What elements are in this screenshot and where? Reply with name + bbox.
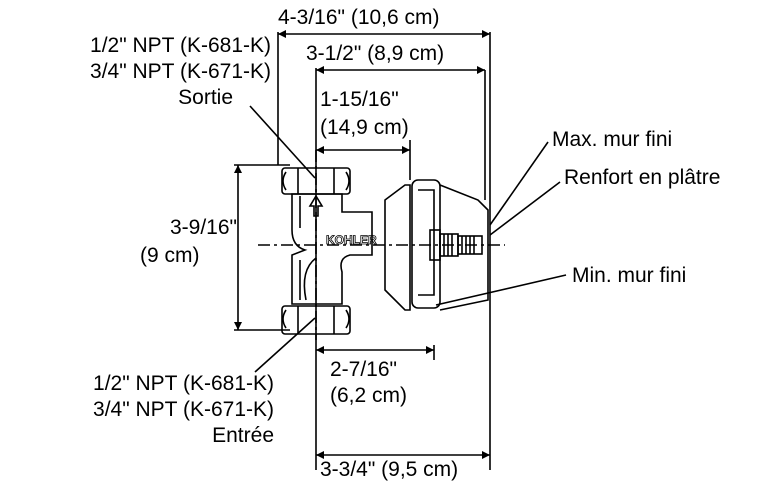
inlet-label: Entrée [212, 424, 274, 447]
dim-height-metric: (9 cm) [140, 244, 200, 267]
callout-max-wall: Max. mur fini [552, 128, 673, 151]
callout-min-wall: Min. mur fini [572, 264, 687, 287]
outlet-size-three-quarter: 3/4" NPT (K-671-K) [90, 60, 271, 83]
dim-overall-top: 4-3/16" (10,6 cm) [278, 6, 440, 29]
inlet-size-half: 1/2" NPT (K-681-K) [93, 372, 274, 395]
dim-overall-bottom: 3-3/4" (9,5 cm) [320, 458, 459, 481]
dim-lower-offset-metric: (6,2 cm) [330, 384, 408, 407]
dim-centerline-offset: 1-15/16" [320, 88, 399, 111]
dim-height: 3-9/16" [170, 216, 237, 239]
callout-plaster: Renfort en plâtre [564, 166, 721, 189]
outlet-size-half: 1/2" NPT (K-681-K) [90, 34, 271, 57]
brand-stamp: KOHLER [326, 233, 377, 247]
dim-lower-offset: 2-7/16" [330, 358, 397, 381]
dim-centerline-offset-metric: (14,9 cm) [320, 116, 409, 139]
outlet-label: Sortie [178, 86, 233, 109]
dim-to-bracket: 3-1/2" (8,9 cm) [306, 42, 445, 65]
inlet-size-three-quarter: 3/4" NPT (K-671-K) [93, 398, 274, 421]
